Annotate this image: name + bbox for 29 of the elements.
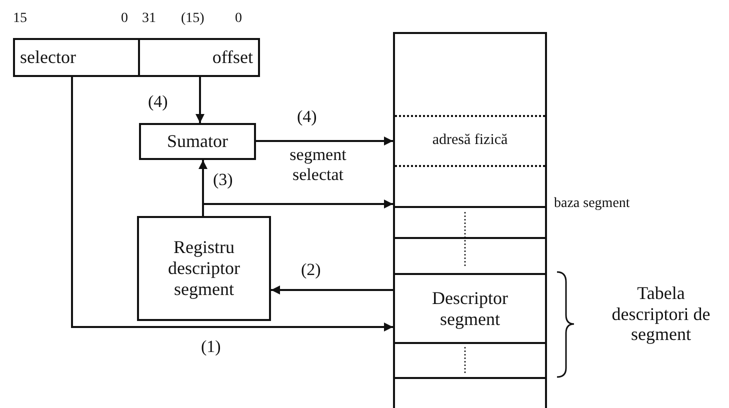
edge-label: (2) <box>300 260 322 280</box>
memory-column <box>393 32 547 408</box>
bit-number: (15) <box>181 11 204 28</box>
register-field <box>138 38 260 77</box>
node-text: offset <box>212 47 253 68</box>
arrow <box>202 200 393 216</box>
node-text: Descriptor segment <box>431 288 509 330</box>
memory-cell <box>395 115 545 167</box>
edge-label: (3) <box>212 170 234 190</box>
arrow <box>71 77 393 332</box>
annotation-label: Tabela descriptori de segment <box>610 283 712 346</box>
bit-number: 15 <box>13 11 27 28</box>
register-field <box>13 38 140 77</box>
node-text: Registru descriptor segment <box>167 237 241 300</box>
node-text: selector <box>20 47 76 68</box>
edge-label: (4) <box>296 107 318 128</box>
edge-label: (1) <box>200 337 222 358</box>
arrow <box>271 286 393 294</box>
bit-number: 0 <box>121 11 128 28</box>
annotation-label: baza segment <box>554 196 630 212</box>
arrow <box>256 136 393 146</box>
arrow <box>196 77 204 123</box>
node-text: Sumator <box>167 131 228 152</box>
adder-box <box>139 123 256 160</box>
bit-number: 31 <box>142 11 156 28</box>
edge-label: (4) <box>147 92 169 112</box>
register-box <box>137 216 271 321</box>
node-text: adresă fizică <box>432 132 508 150</box>
bit-number: 0 <box>235 11 242 28</box>
